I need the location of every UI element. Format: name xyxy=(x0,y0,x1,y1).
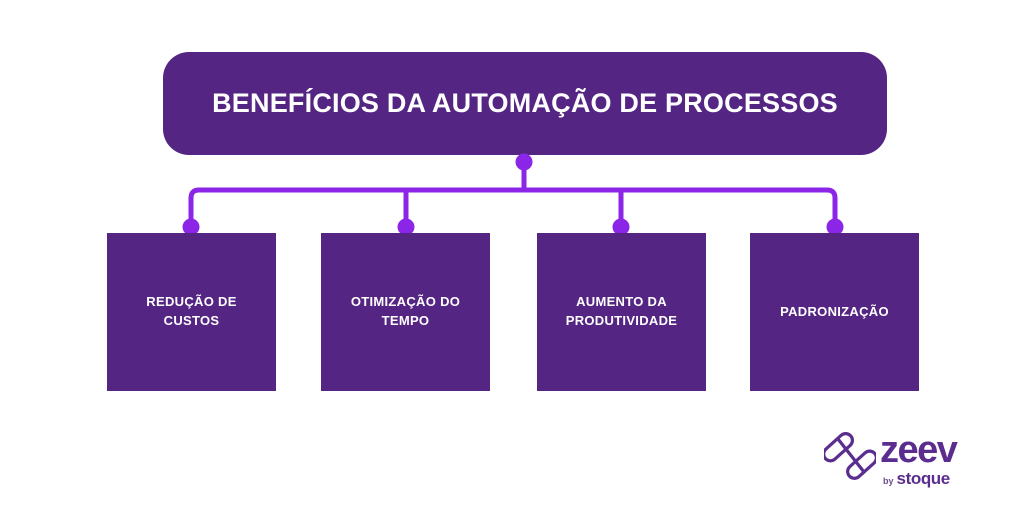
benefit-label-line1: OTIMIZAÇÃO DO xyxy=(350,294,461,310)
page-title: BENEFÍCIOS DA AUTOMAÇÃO DE PROCESSOS xyxy=(212,87,838,118)
benefit-label: PADRONIZAÇÃO xyxy=(780,303,889,322)
logo-wordmark: zeev xyxy=(880,429,958,471)
benefit-box-row: REDUÇÃO DE CUSTOS OTIMIZAÇÃO DO TEMPO AU… xyxy=(0,233,1024,391)
logo-subline: by stoque xyxy=(883,469,950,489)
benefit-box-aumento-da-produtividade[interactable]: AUMENTO DA PRODUTIVIDADE xyxy=(537,233,706,391)
benefit-label-line1: REDUÇÃO DE xyxy=(146,294,237,310)
benefit-label: OTIMIZAÇÃO DO TEMPO xyxy=(351,293,460,331)
title-banner: BENEFÍCIOS DA AUTOMAÇÃO DE PROCESSOS xyxy=(163,52,887,155)
connector-bus-bar xyxy=(188,187,838,227)
benefit-box-otimizacao-do-tempo[interactable]: OTIMIZAÇÃO DO TEMPO xyxy=(321,233,490,391)
benefit-label-line1: AUMENTO DA xyxy=(576,294,667,310)
benefit-label: AUMENTO DA PRODUTIVIDADE xyxy=(566,293,678,331)
connector-root-dot xyxy=(515,153,533,171)
brand-logo: zeev by stoque xyxy=(824,428,972,490)
benefit-label: REDUÇÃO DE CUSTOS xyxy=(146,293,236,331)
benefit-label-line1: PADRONIZAÇÃO xyxy=(780,303,889,319)
logo-parent-brand: stoque xyxy=(896,469,951,488)
benefit-box-padronizacao[interactable]: PADRONIZAÇÃO xyxy=(750,233,919,391)
logo-by-prefix: by xyxy=(883,476,894,486)
benefit-box-reducao-de-custos[interactable]: REDUÇÃO DE CUSTOS xyxy=(107,233,276,391)
benefit-label-line2: PRODUTIVIDADE xyxy=(565,313,678,328)
benefit-label-line2: TEMPO xyxy=(381,313,430,328)
zeev-double-bar-mark xyxy=(824,432,876,480)
logo-typography: zeev by stoque xyxy=(880,428,972,489)
benefit-label-line2: CUSTOS xyxy=(163,313,220,328)
